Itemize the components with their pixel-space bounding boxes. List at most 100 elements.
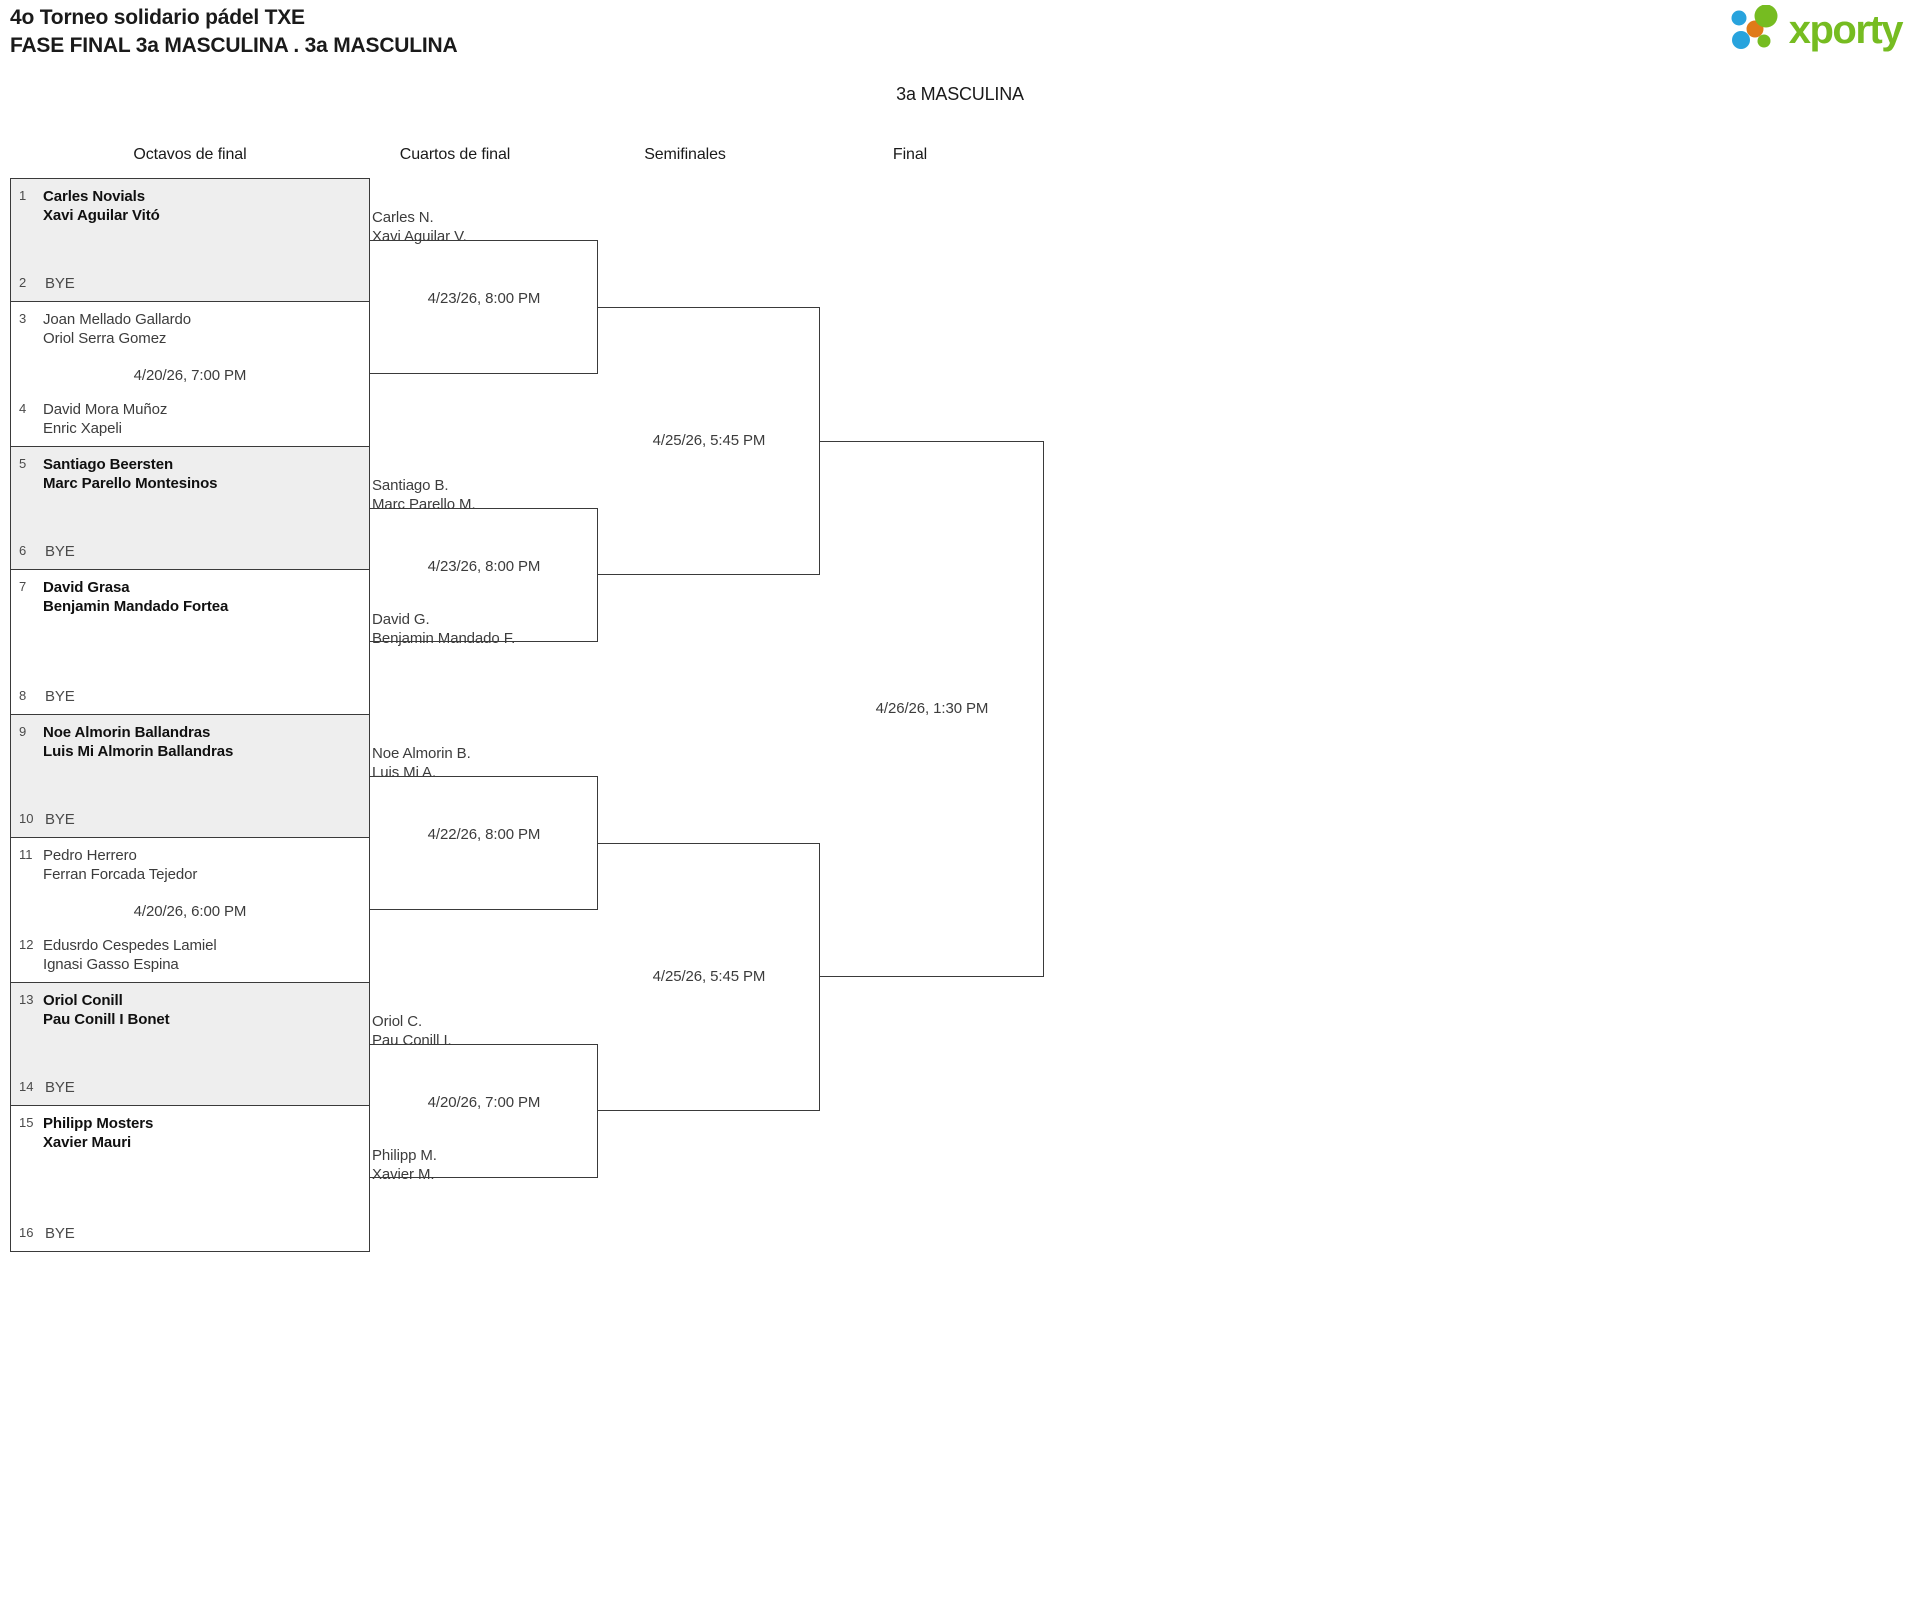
player-name: Enric Xapeli [43,420,122,437]
semifinal-connector [598,842,820,1111]
player-name: Carles N. [372,208,434,226]
match-datetime: 4/23/26, 8:00 PM [427,289,541,307]
match-datetime: 4/20/26, 6:00 PM [133,903,247,920]
seed-number: 15 [19,1115,34,1130]
round-header-semifinales: Semifinales [644,146,726,163]
advancing-team[interactable]: Philipp M.Xavier M. [372,1146,437,1184]
player-name: Xavi Aguilar Vitó [43,207,160,224]
player-name: Ignasi Gasso Espina [43,956,179,973]
advancing-team[interactable]: Santiago B.Marc Parello M. [372,476,476,514]
player-name: Noe Almorin B. [372,744,471,762]
seed-number: 9 [19,724,27,739]
player-name: Santiago B. [372,476,449,494]
advancing-team[interactable]: Carles N.Xavi Aguilar V. [372,208,467,246]
bye-label: BYE [45,1079,75,1096]
match-datetime: 4/25/26, 5:45 PM [652,431,766,449]
logo-dots-icon [1729,4,1781,56]
xporty-logo: xporty [1729,4,1904,56]
player-name: Benjamin Mandado F. [372,629,516,647]
cuartos-connector [370,239,598,374]
seed-number: 11 [19,847,33,862]
player-name: Pedro Herrero [43,847,137,864]
seed-number: 10 [19,811,34,826]
tournament-title: 4o Torneo solidario pádel TXE [10,6,305,29]
player-name: Marc Parello M. [372,495,476,513]
seed-number: 16 [19,1225,34,1240]
player-name: Ferran Forcada Tejedor [43,866,198,883]
match-datetime: 4/22/26, 8:00 PM [427,825,541,843]
seed-number: 13 [19,992,34,1007]
bye-label: BYE [45,543,75,560]
match-datetime: 4/20/26, 7:00 PM [133,367,247,384]
player-name: Noe Almorin Ballandras [43,724,211,741]
player-name: David G. [372,610,430,628]
seed-number: 1 [19,188,27,203]
cuartos-connector [370,775,598,910]
player-name: Xavier M. [372,1165,435,1183]
player-name: Santiago Beersten [43,456,174,473]
player-name: Benjamin Mandado Fortea [43,598,229,615]
bye-label: BYE [45,811,75,828]
bye-label: BYE [45,688,75,705]
seed-number: 2 [19,275,27,290]
bye-label: BYE [45,1225,75,1242]
bracket-slot[interactable]: 16 BYE [11,1224,369,1243]
player-name: Xavier Mauri [43,1134,132,1151]
seed-number: 8 [19,688,27,703]
round-header-cuartos: Cuartos de final [399,146,511,163]
player-name: Oriol Conill [43,992,123,1009]
seed-number: 7 [19,579,27,594]
player-name: David Mora Muñoz [43,401,168,418]
bracket-slot[interactable]: 10 BYE [11,810,369,829]
bracket-slot[interactable]: 8 BYE [11,687,369,706]
player-name: Pau Conill I Bonet [43,1011,170,1028]
player-name: Philipp M. [372,1146,437,1164]
advancing-team[interactable]: David G.Benjamin Mandado F. [372,610,515,648]
advancing-team[interactable]: Oriol C.Pau Conill I. [372,1012,452,1050]
player-name: Luis Mi Almorin Ballandras [43,743,234,760]
seed-number: 12 [19,937,34,952]
player-name: David Grasa [43,579,130,596]
cuartos-connector [370,507,598,642]
round-header-octavos: Octavos de final [133,146,247,163]
advancing-team[interactable]: Noe Almorin B.Luis Mi A. [372,744,471,782]
player-name: Xavi Aguilar V. [372,227,467,245]
player-name: Joan Mellado Gallardo [43,311,191,328]
tournament-subtitle: FASE FINAL 3a MASCULINA . 3a MASCULINA [10,34,458,57]
match-datetime: 4/20/26, 7:00 PM [427,1093,541,1111]
seed-number: 4 [19,401,27,416]
player-name: Marc Parello Montesinos [43,475,218,492]
logo-wordmark: xporty [1788,8,1904,52]
seed-number: 3 [19,311,27,326]
